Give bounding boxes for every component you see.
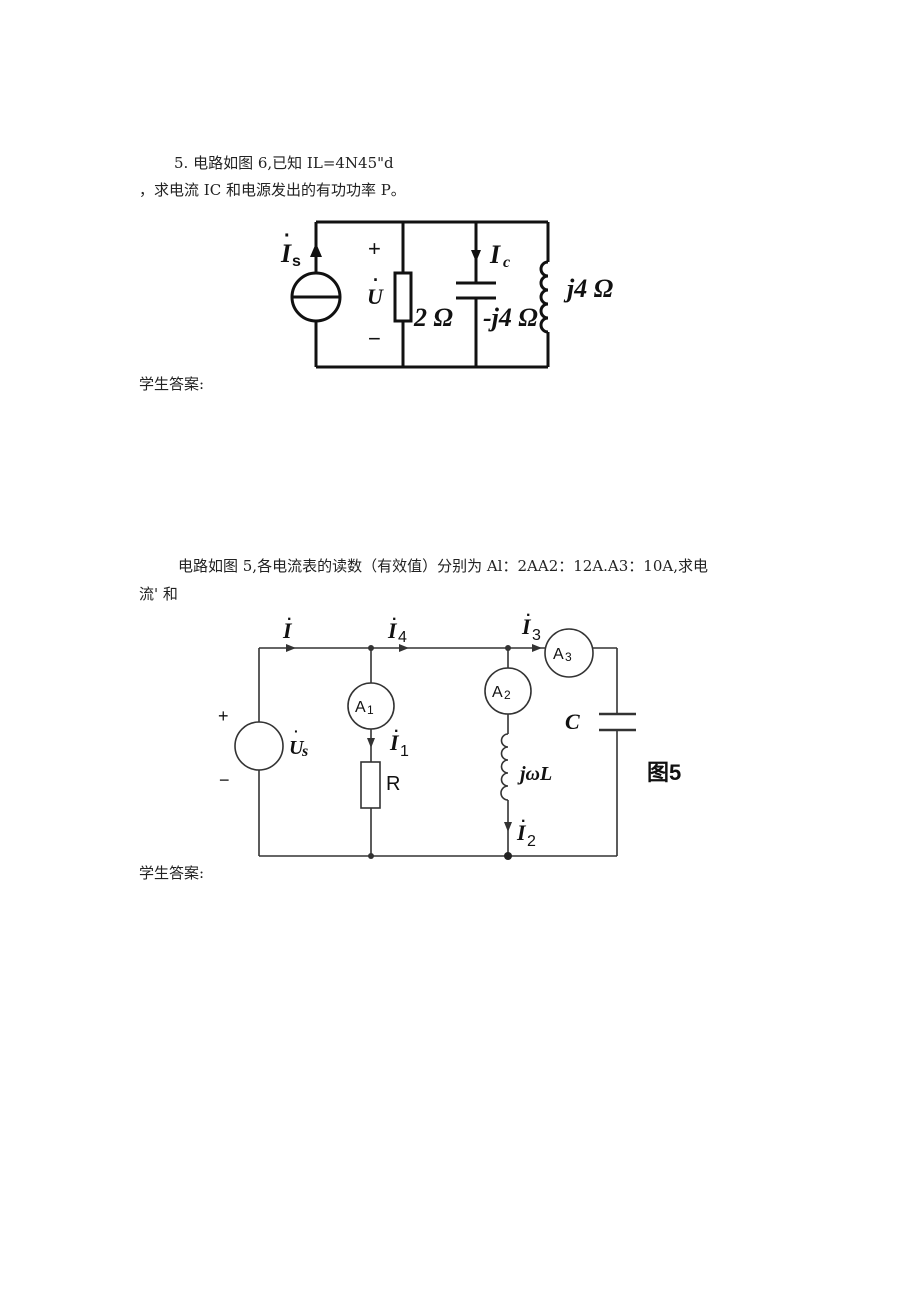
i1-label: I (389, 730, 400, 755)
figure-5-label: 图5 (647, 760, 681, 785)
i2-sub: 2 (527, 833, 536, 850)
problem5-line1: 5. 电路如图 6,已知 IL=4N45"d (174, 154, 394, 172)
problem6-line2: 流' 和 (139, 585, 178, 603)
i2-label: I (516, 820, 527, 845)
i4-label: I (387, 618, 398, 643)
i2-dot: · (521, 813, 526, 830)
r-2ohm-label: 2 Ω (413, 303, 453, 332)
a3-sub: 3 (565, 650, 572, 664)
us-plus-label: + (218, 706, 229, 726)
ic-sub: c (503, 254, 510, 271)
a1-label: A (355, 699, 366, 716)
c-neg-j4-label: -j4 Ω (483, 303, 538, 332)
ammeter-a1-symbol (347, 682, 395, 730)
us-minus-label: − (219, 770, 230, 790)
ammeter-a2-symbol (484, 667, 532, 715)
a1-sub: 1 (367, 703, 374, 717)
is-dot: · (284, 225, 291, 247)
l-j4-label: j4 Ω (563, 274, 613, 303)
problem5-answer-label: 学生答案: (139, 375, 205, 393)
is-sub: s (292, 253, 301, 270)
i3-label: I (521, 614, 532, 639)
resistor-2ohm-symbol (393, 271, 413, 323)
us-sub: s (301, 743, 308, 760)
us-label: U (289, 737, 305, 759)
i-dot: · (287, 611, 292, 628)
voltage-source-symbol (234, 721, 284, 771)
is-label: I (280, 239, 292, 268)
u-minus-label: − (368, 326, 381, 351)
i1-dot: · (394, 723, 399, 740)
jwl-label: jωL (517, 763, 552, 785)
ic-label: I (489, 240, 501, 269)
u-plus-label: + (368, 236, 381, 261)
i4-dot: · (392, 611, 397, 628)
i3-dot: · (526, 607, 531, 624)
a2-label: A (492, 684, 503, 701)
i3-sub: 3 (532, 627, 541, 644)
c-label: C (565, 709, 580, 734)
u-label: U (367, 284, 384, 309)
inductor-jwl-symbol (500, 733, 509, 801)
inductor-j4-symbol (539, 260, 549, 334)
i1-sub: 1 (400, 743, 409, 760)
problem5-line2: ，求电流 IC 和电源发出的有功功率 P。 (139, 181, 406, 199)
i-label: I (282, 618, 293, 643)
resistor-r-symbol (360, 761, 381, 809)
us-dot: · (294, 723, 299, 739)
u-dot: · (373, 270, 379, 290)
a3-label: A (553, 646, 564, 663)
ammeter-a3-symbol (544, 628, 594, 678)
r-label: R (386, 773, 400, 795)
i4-sub: 4 (398, 629, 407, 646)
problem6-answer-label: 学生答案: (139, 864, 205, 882)
problem6-line1: 电路如图 5,各电流表的读数（有效值）分别为 Al：2AA2：12A.A3：10… (178, 557, 708, 575)
a2-sub: 2 (504, 688, 511, 702)
